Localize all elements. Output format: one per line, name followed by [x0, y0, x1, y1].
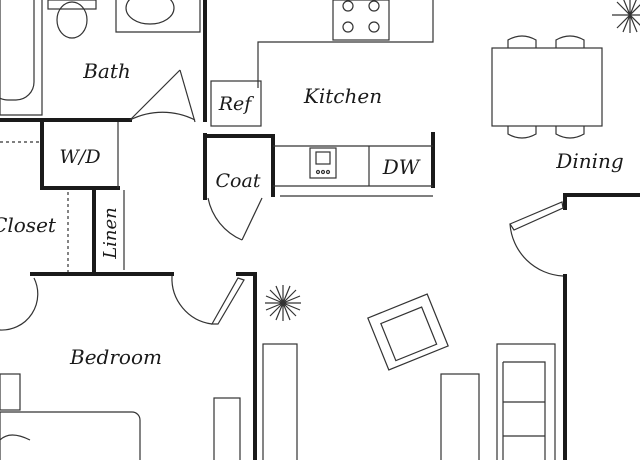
room-label-kitchen: Kitchen: [303, 84, 382, 108]
closet-door-arc: [0, 277, 39, 331]
chair-top-left: [507, 35, 537, 48]
fixture-label-washer-dryer: W/D: [59, 146, 100, 168]
plant-living: [265, 285, 301, 321]
fixture-label-linen: Linen: [100, 207, 121, 260]
bedroom-door-arc: [171, 275, 213, 325]
chair-bottom-left: [507, 126, 537, 139]
dresser: [213, 397, 241, 460]
vanity-sink: [125, 0, 175, 25]
sofa: [496, 343, 556, 460]
room-label-dining: Dining: [555, 149, 623, 173]
coat-door-arc: [207, 197, 243, 241]
room-label-bedroom: Bedroom: [69, 345, 162, 369]
refrigerator: [210, 80, 262, 127]
fixture-label-coat: Coat: [216, 170, 261, 192]
dining-door-arc: [509, 223, 564, 277]
bathtub-basin: [0, 0, 35, 101]
bath-door-leaf: [129, 69, 181, 121]
dining-table: [491, 47, 603, 127]
armchair: [367, 293, 449, 371]
bath-door-jamb: [179, 69, 196, 123]
plant-dining: [612, 0, 640, 33]
room-label-closet: Closet: [0, 213, 57, 237]
chair-bottom-right: [555, 126, 585, 139]
linen-right-wall: [117, 122, 125, 270]
vanity-outline: [115, 0, 201, 33]
toilet-bowl: [56, 1, 88, 39]
dining-door-leaf: [509, 201, 564, 231]
toilet-tank: [47, 0, 97, 10]
kitchen-sink: [309, 147, 337, 179]
coffee-table: [440, 373, 480, 460]
kitchen-lower-counter: [273, 145, 433, 197]
bath-door-arc: [129, 111, 196, 121]
bedroom-door-leaf: [210, 277, 245, 325]
bathtub-outline: [0, 0, 43, 116]
fixture-label-refrigerator: Ref: [218, 93, 255, 115]
nightstand: [0, 373, 21, 411]
fixture-label-dishwasher: DW: [382, 155, 421, 179]
stove-top: [332, 0, 390, 41]
chair-top-right: [555, 35, 585, 48]
room-label-bath: Bath: [82, 59, 131, 83]
coat-door-leaf: [241, 197, 263, 241]
bed-outline: [0, 411, 141, 460]
bookcase: [262, 343, 298, 460]
kitchen-upper-counter: [257, 0, 434, 88]
